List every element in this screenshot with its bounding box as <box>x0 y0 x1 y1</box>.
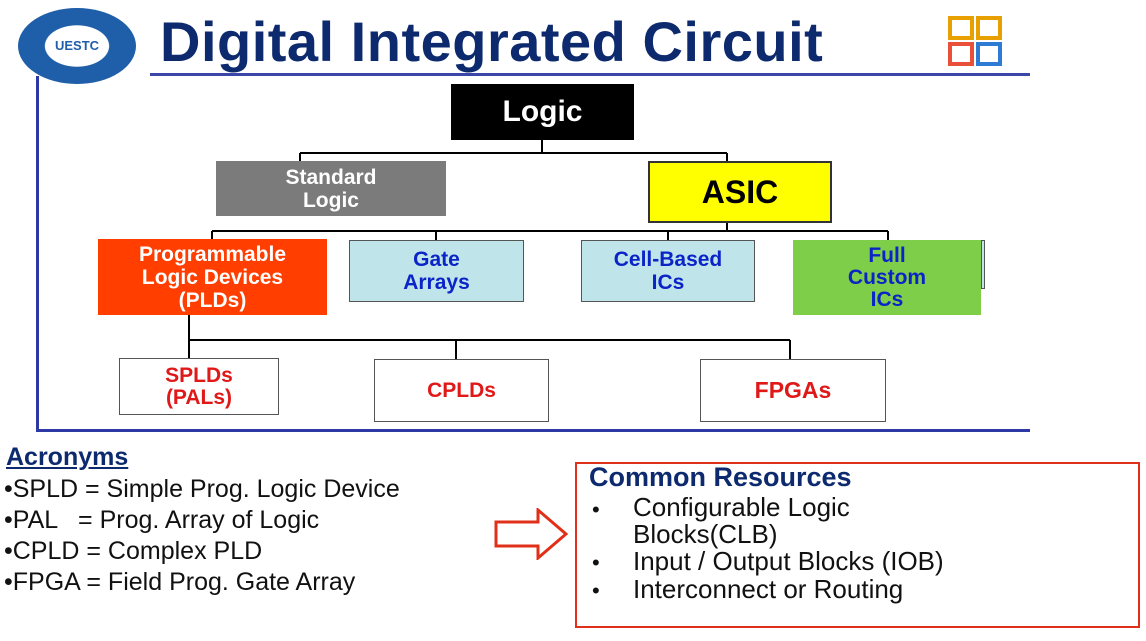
slide-title: Digital Integrated Circuit <box>160 10 824 73</box>
acronym-cpld: •CPLD = Complex PLD <box>4 537 263 565</box>
common-resources-heading: Common Resources <box>589 462 852 492</box>
resource-item-clb: Configurable Logic Blocks(CLB) <box>633 492 850 549</box>
fpgas-box: FPGAs <box>700 359 886 422</box>
resource-item-routing: Interconnect or Routing <box>633 574 904 604</box>
resource-item-iob: Input / Output Blocks (IOB) <box>633 546 944 576</box>
bullet: • <box>592 578 600 603</box>
windows-logo-icon <box>948 16 1002 66</box>
cplds-box: CPLDs <box>374 359 549 422</box>
acronym-fpga: •FPGA = Field Prog. Gate Array <box>4 568 356 596</box>
cell-based-ics-box: Cell-Based ICs <box>581 240 755 302</box>
full-custom-ics-box: Full Custom ICs <box>793 240 981 315</box>
acronyms-heading: Acronyms <box>6 443 129 471</box>
acronym-pal: •PAL = Prog. Array of Logic <box>4 506 320 534</box>
acronym-spld: •SPLD = Simple Prog. Logic Device <box>4 475 400 503</box>
splds-box: SPLDs (PALs) <box>119 358 279 415</box>
gate-arrays-box: Gate Arrays <box>349 240 524 302</box>
logo-text: UESTC <box>54 38 100 53</box>
standard-logic-box: Standard Logic <box>216 161 446 216</box>
logic-box: Logic <box>451 84 634 140</box>
title-underline <box>150 73 1030 76</box>
plds-box: Programmable Logic Devices (PLDs) <box>98 239 327 315</box>
university-logo: UESTC <box>18 8 136 84</box>
bullet: • <box>592 497 600 522</box>
bullet: • <box>592 550 600 575</box>
common-resources-box <box>575 462 1140 628</box>
full-custom-box-edge <box>981 240 985 289</box>
asic-box: ASIC <box>648 161 832 223</box>
right-arrow-icon <box>494 508 568 560</box>
diagram-frame <box>36 76 1030 432</box>
